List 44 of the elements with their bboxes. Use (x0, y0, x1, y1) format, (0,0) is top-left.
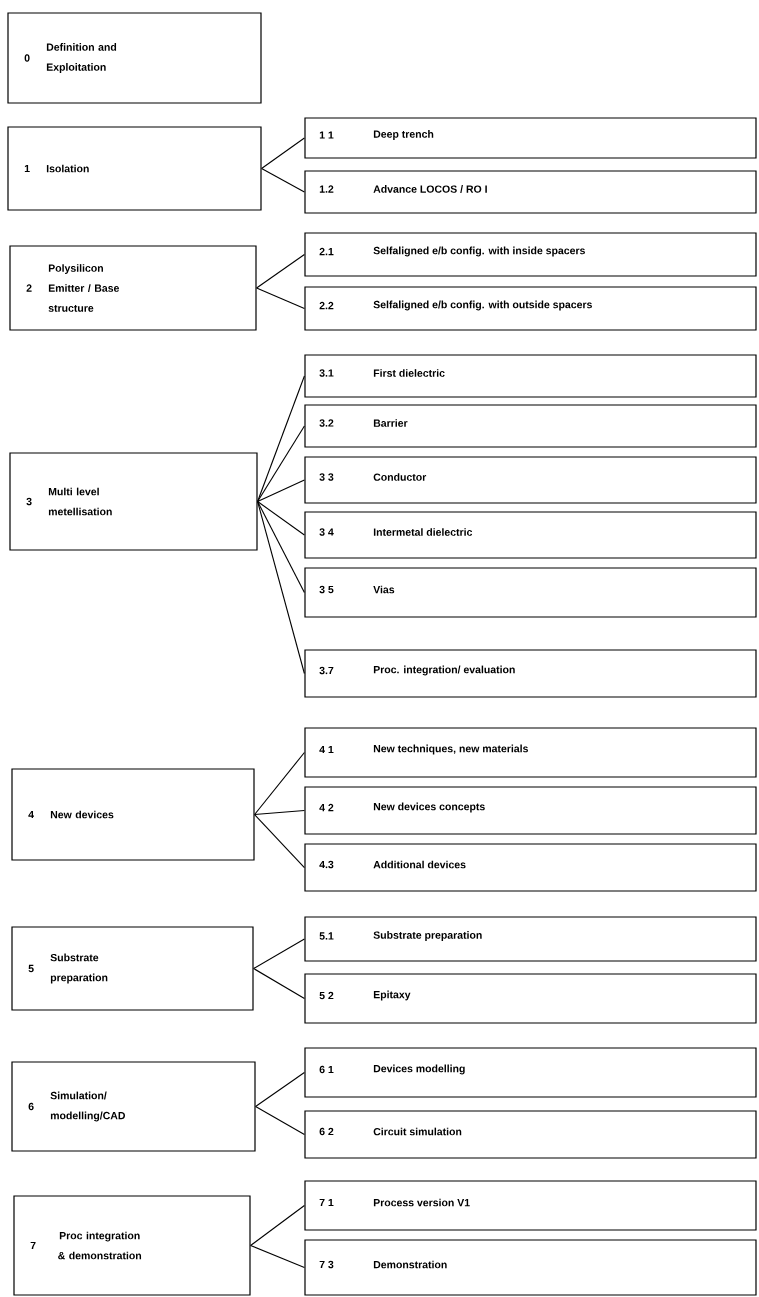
category-box: 6 Simulation/ modelling/CAD (11, 1061, 256, 1152)
task-box: 6 2 Circuit simulation (304, 1110, 757, 1159)
task-box: 5 2 Epitaxy (304, 973, 757, 1024)
task-box: 3.2 Barrier (304, 404, 757, 448)
task-box: 7 3 Demonstration (304, 1239, 757, 1296)
connector-line (254, 813, 305, 869)
connector-line (254, 751, 305, 816)
connector-line (254, 809, 305, 816)
task-box: 3.1 First dielectric (304, 354, 757, 398)
connector-line (250, 1244, 305, 1269)
connector-line (257, 479, 305, 503)
connector-line (253, 967, 305, 1000)
task-box: 3.7 Proc. integration/ evaluation (304, 649, 757, 698)
task-box: 1 1 Deep trench (304, 117, 757, 159)
category-box: 2 Polysilicon Emitter / Base structure (9, 245, 257, 331)
connector-line (255, 1071, 305, 1108)
category-box: 0 Definition and Exploitation (7, 12, 262, 104)
connector-line (257, 500, 305, 675)
task-box: 4 2 New devices concepts (304, 786, 757, 835)
task-box: 4.3 Additional devices (304, 843, 757, 892)
category-box: 7 Proc integration & demonstration (13, 1195, 251, 1296)
task-box: 1.2 Advance LOCOS / RO I (304, 170, 757, 214)
connector-line (261, 137, 305, 170)
connector-line (250, 1204, 305, 1247)
category-box: 4 New devices (11, 768, 255, 861)
task-box: 3 5 Vias (304, 567, 757, 618)
task-box: 3 4 Intermetal dielectric (304, 511, 757, 559)
task-box: 5.1 Substrate preparation (304, 916, 757, 962)
task-box: 2.2 Selfaligned e/b config. with outside spacers (304, 286, 757, 331)
category-box: 1 Isolation (7, 126, 262, 211)
task-box: 4 1 New techniques, new materials (304, 727, 757, 778)
task-box: 6 1 Devices modelling (304, 1047, 757, 1098)
category-box: 5 Substrate preparation (11, 926, 254, 1011)
task-box: 7 1 Process version V1 (304, 1180, 757, 1231)
connector-line (257, 425, 305, 503)
connector-line (257, 500, 305, 536)
connector-line (256, 253, 305, 289)
task-box: 2.1 Selfaligned e/b config. with inside spacers (304, 232, 757, 277)
category-box: 3 Multi level metellisation (9, 452, 258, 551)
connector-line (255, 1105, 305, 1136)
connector-line (261, 167, 305, 193)
connector-line (253, 938, 305, 970)
task-box: 3 3 Conductor (304, 456, 757, 504)
connector-line (256, 287, 305, 310)
